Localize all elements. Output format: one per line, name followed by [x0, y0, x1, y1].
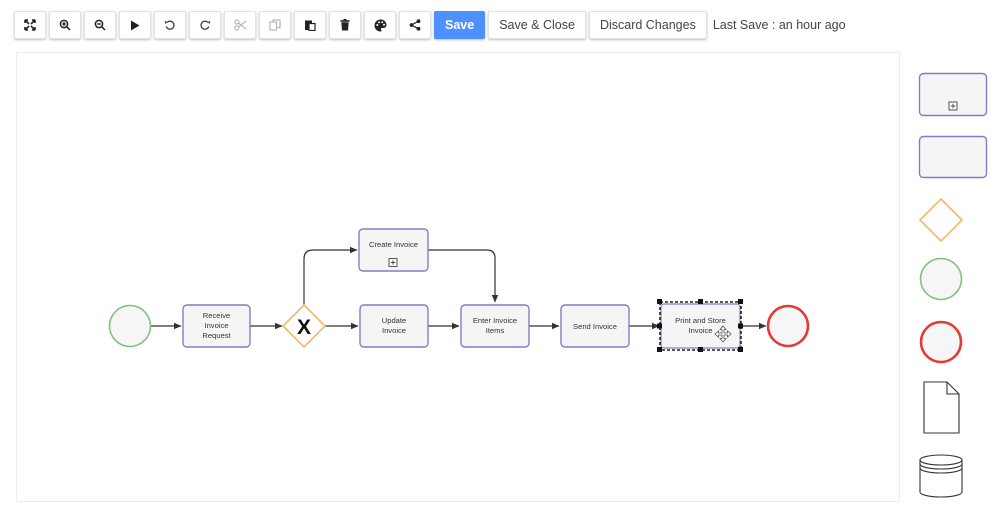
palette-icon: [374, 19, 386, 31]
palette-start-event[interactable]: [919, 257, 963, 301]
redo-icon: [200, 20, 211, 30]
resize-handles[interactable]: [657, 299, 743, 352]
expand-subprocess-icon: [948, 101, 958, 111]
paste-button[interactable]: [294, 11, 326, 39]
start-event[interactable]: [108, 304, 152, 348]
delete-button[interactable]: [329, 11, 361, 39]
task-enter-invoice-items[interactable]: Enter Invoice Items: [460, 304, 530, 348]
task-update-invoice[interactable]: Update Invoice: [359, 304, 429, 348]
zoom-out-button[interactable]: [84, 11, 116, 39]
palette-data-store[interactable]: [919, 454, 963, 498]
zoom-out-icon: [94, 19, 106, 31]
task-label: Create Invoice: [369, 240, 418, 249]
task-label: Items: [486, 326, 505, 335]
subprocess-create-invoice[interactable]: Create Invoice: [358, 228, 429, 272]
zoom-in-button[interactable]: [49, 11, 81, 39]
task-label: Invoice: [688, 326, 712, 335]
redo-button[interactable]: [189, 11, 221, 39]
task-label: Print and Store: [675, 316, 726, 325]
task-label: Request: [202, 331, 231, 340]
fit-screen-icon: [24, 19, 36, 31]
task-label: Enter Invoice: [473, 316, 517, 325]
expand-subprocess-icon[interactable]: [388, 258, 398, 267]
palette-button[interactable]: [364, 11, 396, 39]
palette-end-event[interactable]: [919, 320, 963, 364]
task-label: Update: [382, 316, 407, 325]
copy-button[interactable]: [259, 11, 291, 39]
zoom-in-icon: [59, 19, 71, 31]
share-button[interactable]: [399, 11, 431, 39]
palette-subprocess[interactable]: [918, 72, 988, 117]
delete-icon: [340, 19, 350, 31]
move-cursor-icon: [714, 325, 732, 343]
bpmn-diagram: Receive Invoice Request X Create Invoice…: [108, 228, 810, 352]
undo-icon: [164, 20, 175, 30]
cut-button[interactable]: [224, 11, 256, 39]
diagram-canvas[interactable]: Receive Invoice Request X Create Invoice…: [16, 52, 900, 502]
toolbar: Save Save & Close Discard Changes Last S…: [14, 10, 846, 40]
save-button[interactable]: Save: [434, 11, 486, 39]
play-button[interactable]: [119, 11, 151, 39]
task-label: Invoice: [382, 326, 406, 335]
undo-button[interactable]: [154, 11, 186, 39]
palette-data-object[interactable]: [923, 381, 960, 434]
task-send-invoice[interactable]: Send Invoice: [560, 304, 630, 348]
task-print-and-store-invoice[interactable]: Print and Store Invoice: [657, 299, 743, 352]
cut-icon: [233, 19, 246, 31]
share-icon: [409, 19, 421, 31]
paste-icon: [305, 20, 316, 31]
play-icon: [131, 20, 140, 30]
task-receive-invoice-request[interactable]: Receive Invoice Request: [182, 304, 251, 348]
flow-create-to-enter[interactable]: [428, 249, 499, 303]
fit-screen-button[interactable]: [14, 11, 46, 39]
copy-icon: [269, 19, 281, 31]
task-label: Receive: [203, 311, 230, 320]
palette-gateway[interactable]: [918, 197, 964, 243]
shape-palette: [905, 52, 1000, 512]
task-label: Send Invoice: [573, 322, 617, 331]
flow-gateway-to-create[interactable]: [303, 246, 358, 305]
exclusive-gateway[interactable]: X: [281, 303, 327, 349]
task-label: Invoice: [204, 321, 228, 330]
last-save-status: Last Save : an hour ago: [712, 18, 846, 32]
discard-changes-button[interactable]: Discard Changes: [588, 11, 707, 39]
gateway-x-label: X: [297, 316, 311, 339]
save-and-close-button[interactable]: Save & Close: [488, 11, 586, 39]
palette-shapes: [918, 72, 988, 498]
palette-task[interactable]: [918, 135, 988, 179]
end-event[interactable]: [766, 304, 810, 348]
